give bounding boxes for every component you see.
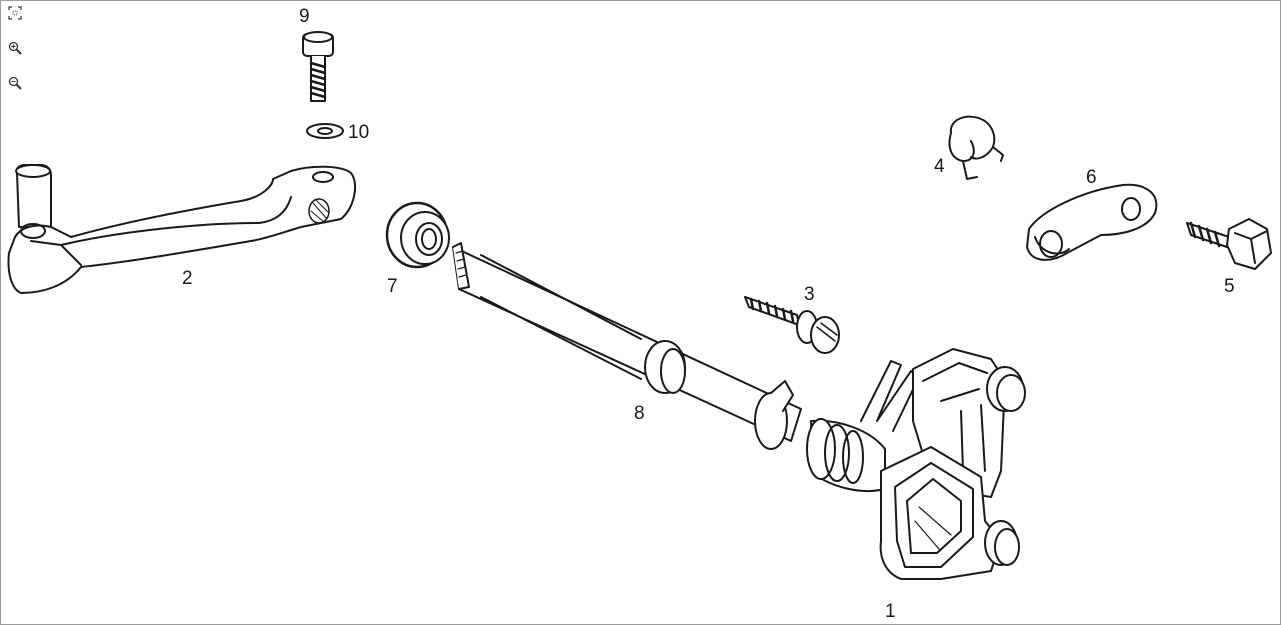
part-2-gear-lever[interactable] — [7, 164, 357, 294]
part-8-shift-shaft[interactable] — [452, 242, 802, 450]
zoom-out-icon — [8, 76, 22, 90]
part-6-plate[interactable] — [1026, 183, 1158, 261]
part-1-selector-assembly[interactable] — [806, 348, 1026, 580]
callout-3: 3 — [804, 284, 815, 305]
callout-2: 2 — [182, 268, 193, 289]
zoom-out-button[interactable] — [5, 73, 25, 93]
callout-9: 9 — [299, 6, 310, 27]
part-5-hex-bolt[interactable] — [1186, 218, 1272, 270]
zoom-in-button[interactable] — [5, 38, 25, 58]
callout-1: 1 — [885, 601, 896, 622]
zoom-in-icon — [8, 41, 22, 55]
fit-to-screen-icon — [8, 6, 22, 20]
callout-10: 10 — [348, 122, 369, 143]
part-7-oil-seal[interactable] — [385, 201, 450, 269]
part-3-screw[interactable] — [744, 296, 840, 354]
callout-8: 8 — [634, 403, 645, 424]
callout-5: 5 — [1224, 276, 1235, 297]
callout-4: 4 — [934, 156, 945, 177]
callout-6: 6 — [1086, 167, 1097, 188]
callout-7: 7 — [387, 276, 398, 297]
part-10-washer[interactable] — [306, 123, 344, 139]
part-9-socket-bolt[interactable] — [302, 31, 334, 102]
part-4-spring-clip[interactable] — [948, 115, 1004, 180]
fit-to-screen-button[interactable] — [5, 3, 25, 23]
